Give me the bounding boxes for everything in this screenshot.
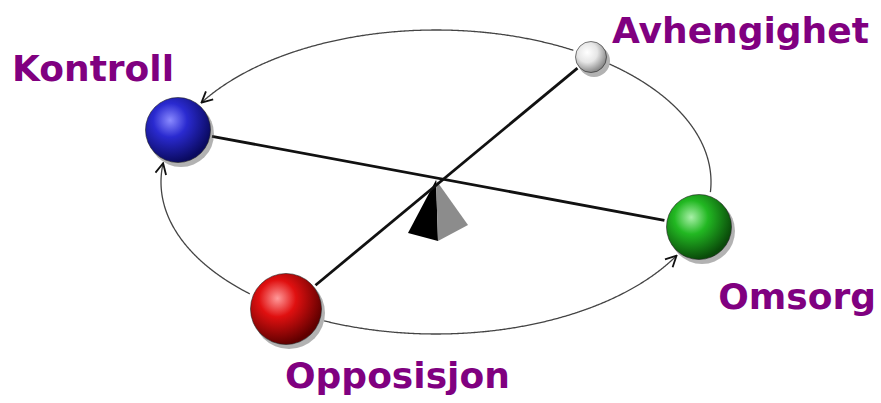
axis-line xyxy=(315,68,577,285)
orbit-arc xyxy=(201,30,573,103)
sphere-ball xyxy=(145,98,210,163)
sphere-node: Omsorg xyxy=(666,194,732,260)
node-label-box: Omsorg xyxy=(718,276,876,317)
node-label: Avhengighet xyxy=(612,10,869,51)
pyramid-face xyxy=(436,180,468,241)
sphere-node: Avhengighet xyxy=(575,41,607,73)
sphere-node: Opposisjon xyxy=(250,273,322,345)
node-label-box: Kontroll xyxy=(12,48,174,89)
sphere-shape xyxy=(575,41,607,73)
node-label: Opposisjon xyxy=(285,355,510,396)
axis-line xyxy=(212,136,664,220)
node-label: Omsorg xyxy=(718,276,876,317)
sphere-shape xyxy=(145,97,211,163)
sphere-node: Kontroll xyxy=(145,97,211,163)
sphere-ball xyxy=(666,194,731,259)
node-label: Kontroll xyxy=(12,48,174,89)
orbit-arc xyxy=(324,256,676,334)
sphere-shape xyxy=(666,194,732,260)
node-label-box: Opposisjon xyxy=(285,355,510,396)
sphere-ball xyxy=(576,41,607,72)
node-label-box: Avhengighet xyxy=(612,10,869,51)
sphere-ball xyxy=(251,274,322,345)
pyramid-symbol xyxy=(408,180,468,241)
sphere-shape xyxy=(250,273,322,345)
orbit-arc xyxy=(161,163,250,294)
orbit-arc xyxy=(610,64,711,192)
